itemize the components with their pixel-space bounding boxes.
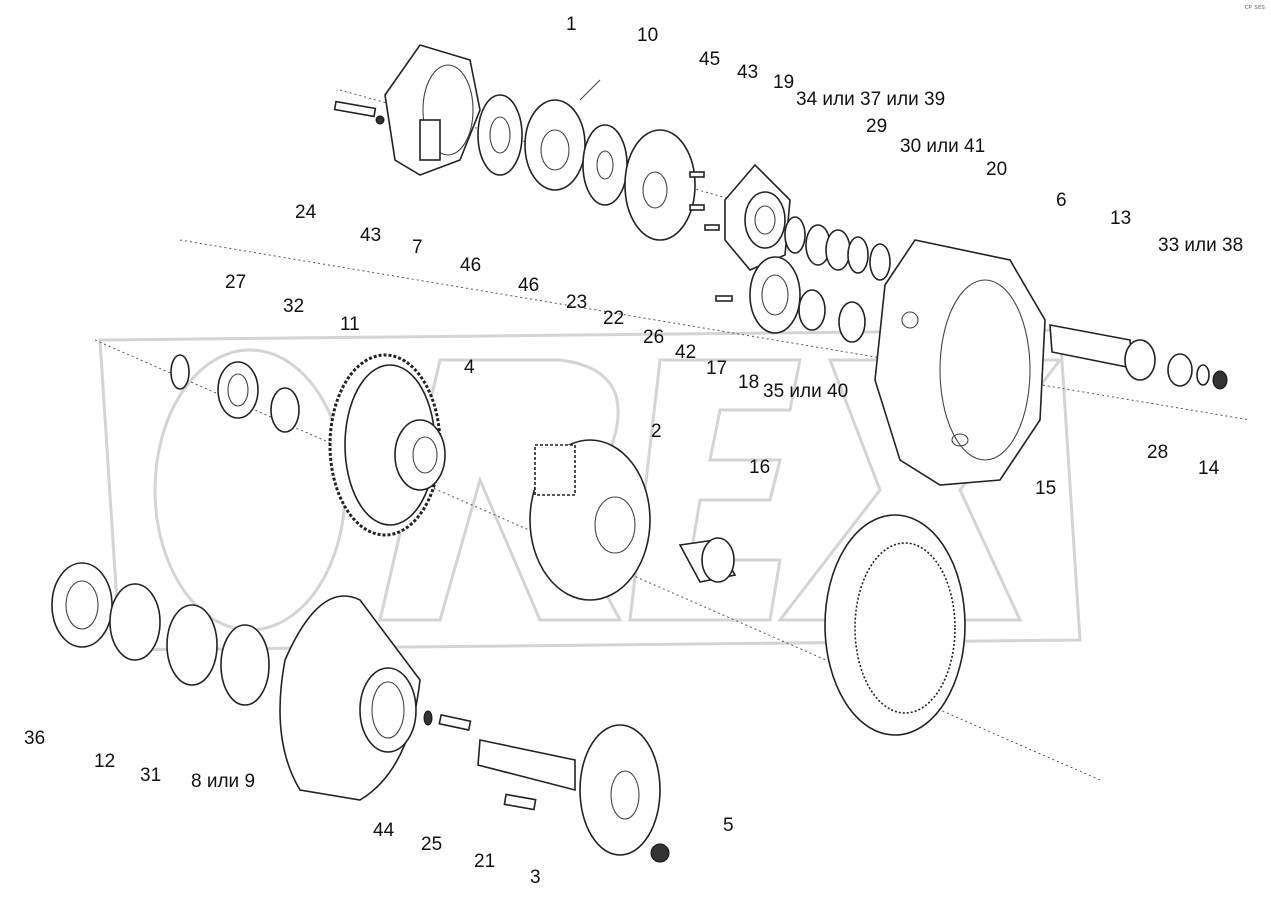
callout-18: 18 (738, 372, 760, 393)
disc-near-1 (582, 124, 628, 206)
shaft-13 (1049, 324, 1156, 381)
callout-29: 29 (866, 116, 888, 137)
callout-4: 4 (464, 357, 475, 378)
brake-1 (524, 79, 601, 191)
pin-44-bolt-25 (423, 710, 472, 731)
callout-8: 8 или 9 (191, 771, 256, 792)
callout-1: 1 (566, 14, 577, 35)
callout-22: 22 (603, 308, 625, 329)
disc-46 (477, 94, 523, 176)
callout-24: 24 (295, 202, 317, 223)
callout-16: 16 (749, 457, 771, 478)
bearing-housing-19 (724, 163, 791, 271)
callout-7: 7 (412, 237, 423, 258)
callout-25: 25 (421, 834, 443, 855)
axle-3 (477, 724, 661, 856)
callout-35: 35 или 40 (763, 381, 849, 402)
callout-2: 2 (651, 421, 662, 442)
bearings-36-12-31 (51, 562, 270, 706)
nut-5 (650, 843, 670, 863)
callout-42: 42 (675, 342, 697, 363)
callout-20: 20 (986, 159, 1008, 180)
housing-7 (384, 44, 481, 176)
ring-gear-15 (824, 514, 966, 736)
callout-30: 30 или 41 (900, 136, 986, 157)
rings-34-29-30-20 (784, 216, 891, 281)
callout-43b: 43 (360, 225, 382, 246)
planet-carrier-2 (529, 439, 651, 601)
callout-32: 32 (283, 296, 305, 317)
corner-mark: ᴄᴘ sᴇs (1244, 3, 1265, 11)
callout-11: 11 (340, 314, 360, 335)
hub-8-9 (279, 595, 421, 801)
callout-44: 44 (373, 820, 395, 841)
callout-13: 13 (1110, 208, 1132, 229)
callout-10: 10 (637, 25, 659, 46)
callout-26: 26 (643, 327, 665, 348)
callout-45: 45 (699, 49, 721, 70)
callout-23: 23 (566, 292, 588, 313)
callout-34: 34 или 37 или 39 (796, 89, 946, 110)
bolt-24 (333, 100, 385, 125)
rings-27-32-11 (170, 354, 300, 433)
cover-and-seals (715, 256, 866, 343)
gear-4 (328, 353, 446, 537)
callout-6: 6 (1056, 190, 1067, 211)
callout-46b: 46 (518, 275, 540, 296)
callout-31: 31 (140, 765, 162, 786)
callout-3: 3 (530, 867, 541, 888)
bushing-16 (678, 537, 737, 583)
pins-45 (689, 171, 720, 231)
callout-15: 15 (1035, 478, 1057, 499)
callout-27: 27 (225, 272, 247, 293)
callout-5: 5 (723, 815, 734, 836)
callout-28: 28 (1147, 442, 1169, 463)
callout-36: 36 (24, 728, 46, 749)
callout-12: 12 (94, 751, 116, 772)
callout-33: 33 или 38 (1158, 235, 1244, 256)
callout-14: 14 (1198, 458, 1220, 479)
axis-lines (94, 89, 1251, 781)
main-housing-6 (874, 239, 1046, 486)
callout-21: 21 (474, 851, 496, 872)
callout-46a: 46 (460, 255, 482, 276)
callout-19: 19 (773, 72, 795, 93)
bearing-33-nut-14 (1167, 353, 1228, 390)
callout-17: 17 (706, 358, 728, 379)
plate-10 (624, 129, 696, 241)
callout-43a: 43 (737, 62, 759, 83)
